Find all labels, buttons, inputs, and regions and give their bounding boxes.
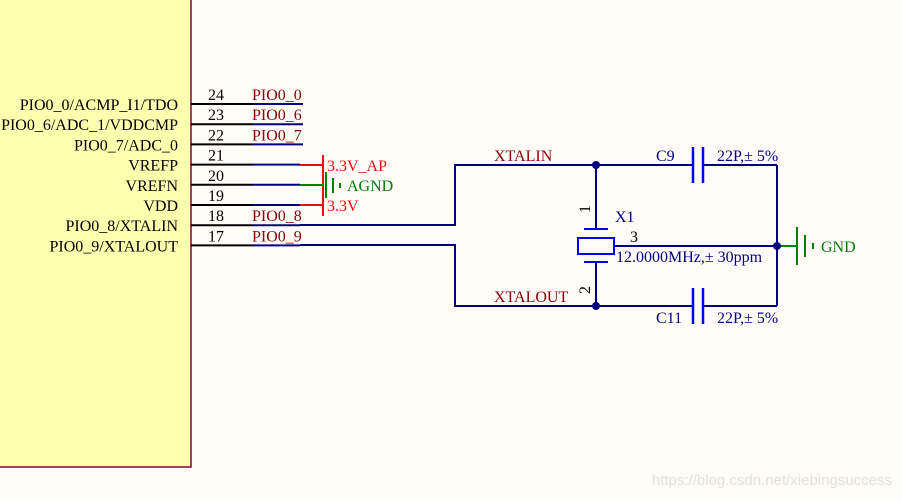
c9-designator: C9	[656, 148, 675, 165]
port-label-agnd: AGND	[347, 178, 393, 195]
pin-number: 23	[208, 107, 224, 124]
pin-name: VDD	[143, 198, 178, 215]
crystal-pin1-number: 1	[577, 205, 594, 213]
port-label-gnd: GND	[821, 239, 856, 256]
pin-number: 20	[208, 168, 224, 185]
pin-name: VREFP	[128, 158, 178, 175]
xtal-wires	[300, 161, 797, 310]
agnd-ground-icon	[325, 172, 341, 198]
c11-value: 22P,± 5%	[717, 310, 778, 327]
gnd-ground-icon	[796, 227, 814, 265]
pin-name: PIO0_7/ADC_0	[74, 137, 178, 154]
crystal-x1-icon[interactable]	[577, 228, 615, 263]
pin-net-label: PIO0_6	[252, 107, 302, 124]
pin-name: PIO0_8/XTALIN	[66, 218, 179, 235]
crystal-pin2-number: 2	[577, 286, 594, 294]
pin-name: PIO0_6/ADC_1/VDDCMP	[1, 117, 178, 134]
pin-net-label: PIO0_9	[252, 228, 302, 245]
junction-dot	[592, 302, 600, 310]
xtalin-wire	[300, 164, 596, 226]
pin-number: 22	[208, 127, 224, 144]
pin-net-label: PIO0_7	[252, 127, 302, 144]
capacitor-c9-icon[interactable]	[691, 147, 705, 183]
power-ports: 3.3V_AP AGND 3.3V	[300, 155, 393, 216]
capacitor-c11-icon[interactable]	[691, 288, 705, 324]
net-label-xtalout: XTALOUT	[494, 289, 568, 306]
pin-name: PIO0_9/XTALOUT	[50, 238, 179, 255]
c9-value: 22P,± 5%	[717, 148, 778, 165]
pin-number: 24	[208, 87, 224, 104]
pin-net-label: PIO0_0	[252, 87, 302, 104]
mcu-component-body[interactable]	[0, 0, 192, 468]
crystal-designator: X1	[615, 209, 635, 226]
c11-designator: C11	[656, 310, 682, 327]
crystal-value: 12.0000MHz,± 30ppm	[616, 249, 763, 266]
net-label-xtalin: XTALIN	[494, 148, 553, 165]
pin-name: PIO0_0/ACMP_I1/TDO	[20, 97, 178, 114]
xtalout-wire	[300, 244, 596, 307]
junction-dot	[773, 242, 781, 250]
watermark-url: https://blog.csdn.net/xiebingsuccess	[651, 472, 892, 489]
port-label-3v3: 3.3V	[327, 198, 359, 215]
pin-number: 17	[208, 228, 224, 245]
port-label-3v3-ap: 3.3V_AP	[327, 158, 387, 175]
pin-number: 21	[208, 148, 224, 165]
pin-number: 19	[208, 188, 224, 205]
pin-net-label: PIO0_8	[252, 208, 302, 225]
crystal-pin3-number: 3	[630, 229, 638, 246]
pin-number: 18	[208, 208, 224, 225]
pin-name: VREFN	[126, 178, 179, 195]
junction-dot	[592, 161, 600, 169]
